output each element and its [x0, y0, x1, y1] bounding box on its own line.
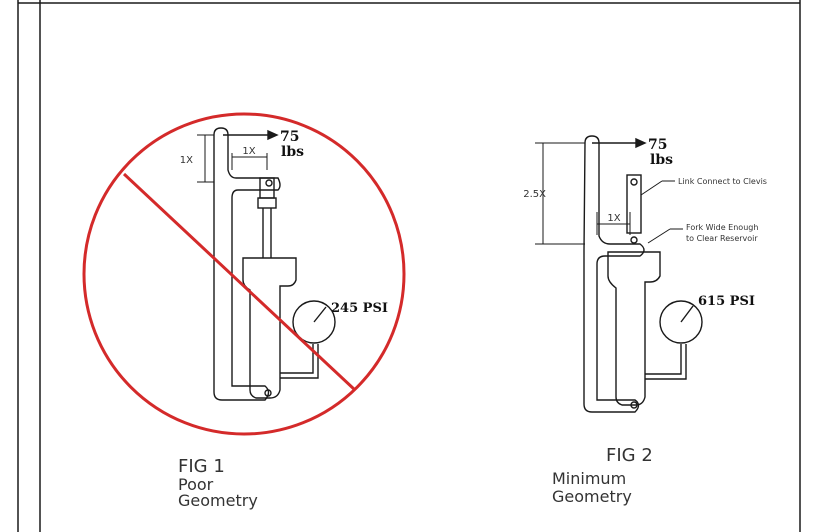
figure-1-force-unit: lbs — [281, 144, 304, 160]
figure-2: 75 lbs 2.5X 1X Link Connect to Clevis Fo… — [523, 135, 767, 506]
figure-1-dim-vertical — [197, 134, 214, 183]
figure-2-pressure-label: 615 PSI — [698, 294, 755, 309]
figure-2-note-fork-line2: to Clear Reservoir — [686, 234, 758, 243]
figure-2-desc-line2: Geometry — [552, 487, 632, 506]
figure-2-desc-line1: Minimum — [552, 469, 626, 488]
figure-1-dim-horizontal-label: 1X — [242, 146, 255, 157]
figure-2-caption: FIG 2 — [606, 445, 653, 466]
figure-1: 75 lbs 1X 1X 245 PSI FIG 1 Poor Geometry — [82, 112, 406, 510]
figure-2-dim-horizontal — [596, 212, 631, 235]
figure-2-note-fork-line1: Fork Wide Enough — [686, 223, 758, 232]
figure-1-desc-line2: Geometry — [178, 491, 258, 510]
figure-1-force-value: 75 — [280, 129, 299, 145]
figure-2-dim-vertical — [535, 142, 585, 245]
figure-1-dim-vertical-label: 1X — [180, 155, 193, 166]
figure-1-dim-horizontal — [231, 153, 268, 170]
figure-2-dim-horizontal-label: 1X — [607, 213, 620, 224]
figure-2-dim-vertical-label: 2.5X — [523, 189, 546, 200]
figure-2-force-unit: lbs — [650, 152, 673, 168]
figure-1-caption: FIG 1 — [178, 456, 225, 477]
figure-2-note-link: Link Connect to Clevis — [678, 177, 767, 186]
figure-2-leaders — [640, 180, 683, 244]
figure-1-force-arrow — [223, 129, 279, 141]
figure-1-pressure-label: 245 PSI — [331, 301, 388, 316]
figure-2-force-value: 75 — [648, 137, 667, 153]
figure-1-desc-line1: Poor — [178, 475, 214, 494]
figure-2-lever — [583, 135, 703, 413]
drawing-frame — [17, 0, 801, 532]
figure-2-force-arrow — [592, 137, 647, 149]
prohibition-symbol — [82, 112, 406, 436]
